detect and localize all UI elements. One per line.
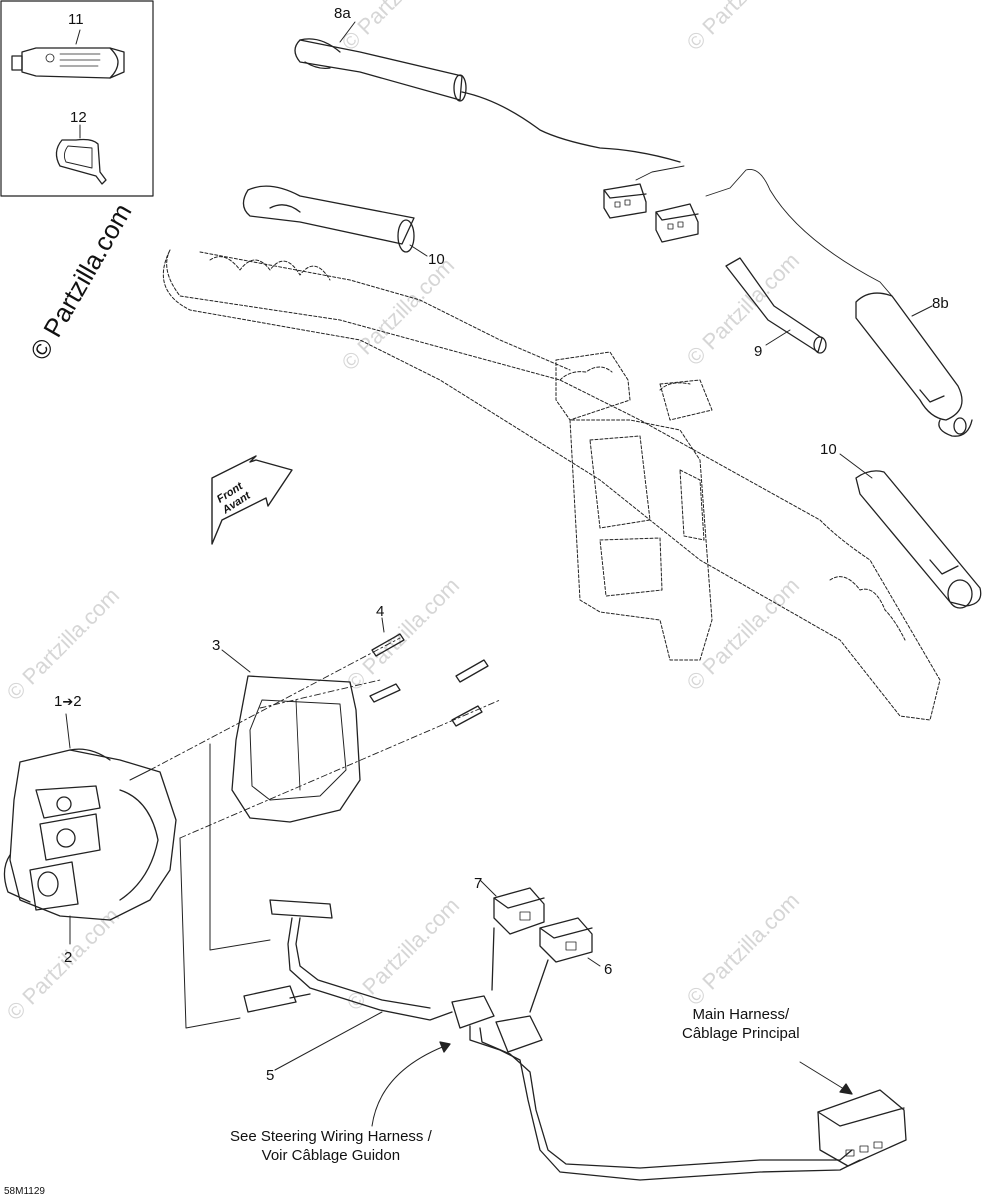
callout-5: 5 [266, 1067, 275, 1084]
callout-11: 11 [68, 11, 84, 28]
diagram-code: 58M1129 [4, 1186, 45, 1197]
see-steering-pointer [371, 1041, 451, 1127]
heater-element-8b [855, 292, 973, 437]
main-harness-note: Main Harness/ Câblage Principal [682, 1006, 800, 1044]
screw-4 [369, 633, 489, 727]
grease-tube-part [11, 47, 125, 79]
see-steering-note: See Steering Wiring Harness / Voir Câbla… [230, 1128, 432, 1166]
heater-element-8a [294, 38, 681, 163]
callout-10-upper: 10 [428, 251, 445, 268]
main-harness-line2: Câblage Principal [682, 1024, 800, 1042]
front-arrow-shape [211, 455, 293, 545]
callout-8a: 8a [334, 5, 351, 22]
grip-10-upper [242, 185, 415, 253]
callout-8b: 8b [932, 295, 949, 312]
harness-clip-9 [725, 257, 827, 354]
connector-pair [603, 165, 893, 297]
arrow-icon: ➔ [62, 695, 74, 710]
callout-7: 7 [474, 875, 483, 892]
switch-housing-3 [231, 675, 361, 823]
callout-10-lower: 10 [820, 441, 837, 458]
main-harness-pointer [799, 1061, 853, 1095]
connector-7 [493, 887, 545, 935]
callout-12: 12 [70, 109, 87, 126]
main-harness-connector [817, 1089, 907, 1167]
inset-box [0, 0, 154, 197]
callout-4: 4 [376, 603, 385, 620]
callout-1-to-2: 1➔2 [54, 694, 82, 709]
main-harness-line1: Main Harness/ [692, 1006, 790, 1023]
handlebar-outline [162, 249, 941, 721]
connector-6 [539, 917, 593, 963]
callout-1-target: 2 [73, 693, 82, 710]
wiring-harness-5 [243, 899, 861, 1181]
see-steering-line2: Voir Câblage Guidon [261, 1146, 401, 1164]
see-steering-line1: See Steering Wiring Harness / [230, 1128, 432, 1145]
grip-10-lower [855, 470, 982, 609]
callout-9: 9 [754, 343, 763, 360]
callout-1: 1 [54, 693, 63, 710]
callout-6: 6 [604, 961, 613, 978]
switch-assembly-1 [3, 748, 177, 921]
callout-3: 3 [212, 637, 221, 654]
clip-part [55, 138, 107, 185]
callout-2: 2 [64, 949, 73, 966]
